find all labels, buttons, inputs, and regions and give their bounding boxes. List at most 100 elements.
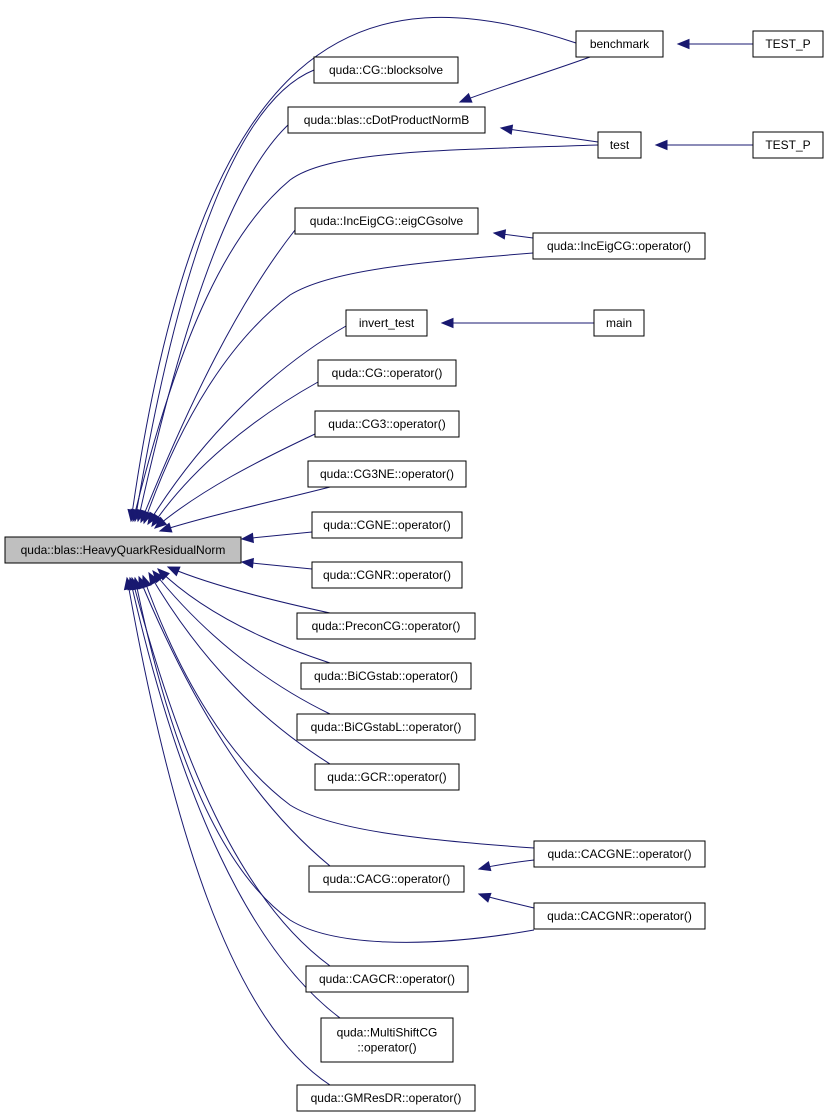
node-label: quda::CAGCR::operator() [319,972,455,986]
edge-benchmark-to-root [127,16,577,523]
node-label: test [610,138,630,152]
node-label: quda::CG::operator() [332,366,443,380]
node-label: quda::CG::blocksolve [329,63,443,77]
edges-layer [123,16,753,1086]
node-label: ::operator() [357,1041,416,1055]
edge-multishift-to-root [127,576,341,1019]
node-box [296,612,476,640]
node-gmresop[interactable]: quda::GMResDR::operator() [296,1084,476,1112]
node-testp1[interactable]: TEST_P [752,30,824,58]
edge-inceigop-to-eigcgsolve [492,229,534,240]
node-invert[interactable]: invert_test [345,309,428,337]
node-cg3neop[interactable]: quda::CG3NE::operator() [307,460,467,488]
node-box [752,30,824,58]
node-root[interactable]: quda::blas::HeavyQuarkResidualNorm [4,536,242,564]
node-box [752,131,824,159]
edge-arrowhead-icon [477,861,492,872]
edge-line [167,566,331,614]
edge-gcrop-to-root [148,571,331,765]
edge-arrowhead-icon [123,576,135,591]
edge-cgop-to-root [151,381,319,528]
node-label: quda::IncEigCG::eigCGsolve [310,214,464,228]
node-label: quda::PreconCG::operator() [312,619,461,633]
edge-arrowhead-icon [477,892,492,903]
edge-testp2-to-test [654,139,753,151]
node-box [308,865,465,893]
edge-arrowhead-icon [158,522,173,533]
node-box [320,1017,454,1063]
edge-line [137,124,289,522]
edge-line [152,570,331,715]
node-box [311,561,463,589]
node-label: quda::CGNE::operator() [323,518,450,532]
edge-arrowhead-icon [166,566,181,577]
node-main[interactable]: main [593,309,645,337]
node-box [305,965,469,993]
edge-main-to-invert [440,317,594,329]
node-label: invert_test [359,316,415,330]
node-label: quda::CACGNE::operator() [547,847,691,861]
edge-benchmark-to-cdot [458,56,591,103]
node-cagcrop[interactable]: quda::CAGCR::operator() [305,965,469,993]
edge-line [134,69,315,522]
node-box [4,536,242,564]
node-label: quda::CGNR::operator() [323,568,451,582]
edge-cgneop-to-root [240,531,313,544]
node-box [313,56,459,84]
node-cgneop[interactable]: quda::CGNE::operator() [311,511,463,539]
edge-cgnrop-to-root [240,557,313,570]
edge-line [147,325,347,525]
node-cacgnrop[interactable]: quda::CACGNR::operator() [533,902,706,930]
node-inceigop[interactable]: quda::IncEigCG::operator() [532,232,706,260]
node-cacgneop[interactable]: quda::CACGNE::operator() [533,840,706,868]
node-label: TEST_P [765,37,810,51]
node-box [300,662,472,690]
node-box [307,460,467,488]
node-bicglop[interactable]: quda::BiCGstabL::operator() [296,713,476,741]
node-cdot[interactable]: quda::blas::cDotProductNormB [287,106,486,134]
node-preconop[interactable]: quda::PreconCG::operator() [296,612,476,640]
node-benchmark[interactable]: benchmark [575,30,664,58]
node-eigcgsolve[interactable]: quda::IncEigCG::eigCGsolve [294,207,479,235]
node-label: quda::CG3NE::operator() [320,467,454,481]
node-cacgop[interactable]: quda::CACG::operator() [308,865,465,893]
edge-line [154,433,316,529]
edge-line [142,575,535,849]
node-label: quda::BiCGstab::operator() [314,669,458,683]
node-blocksolve[interactable]: quda::CG::blocksolve [313,56,459,84]
node-label: TEST_P [765,138,810,152]
node-label: quda::CACG::operator() [323,872,450,886]
node-cgnrop[interactable]: quda::CGNR::operator() [311,561,463,589]
node-label: quda::CACGNR::operator() [547,909,692,923]
node-testp2[interactable]: TEST_P [752,131,824,159]
edge-line [131,577,331,967]
edge-arrowhead-icon [676,38,690,50]
edge-cg3neop-to-root [158,485,335,533]
edge-line [143,252,534,524]
node-label: quda::blas::cDotProductNormB [304,113,469,127]
edge-arrowhead-icon [138,575,149,590]
node-cgop[interactable]: quda::CG::operator() [317,359,457,387]
edge-line [140,229,296,523]
edge-arrowhead-icon [499,124,514,135]
edge-cdot-to-root [135,124,289,523]
node-box [593,309,645,337]
edge-arrowhead-icon [440,317,454,329]
node-multishift[interactable]: quda::MultiShiftCG::operator() [320,1017,454,1063]
node-cg3op[interactable]: quda::CG3::operator() [314,410,460,438]
node-box [314,763,460,791]
edge-arrowhead-icon [492,229,507,240]
node-label: quda::CG3::operator() [328,417,445,431]
edge-arrowhead-icon [240,557,254,569]
edge-preconop-to-root [166,566,331,614]
node-bicgop[interactable]: quda::BiCGstab::operator() [300,662,472,690]
node-gcrop[interactable]: quda::GCR::operator() [314,763,460,791]
node-box [287,106,486,134]
edge-line [138,576,331,867]
node-label: quda::GCR::operator() [327,770,446,784]
node-test[interactable]: test [597,131,642,159]
edge-line [148,572,331,765]
node-label: benchmark [590,37,650,51]
node-box [296,1084,476,1112]
edge-bicgop-to-root [157,568,331,664]
